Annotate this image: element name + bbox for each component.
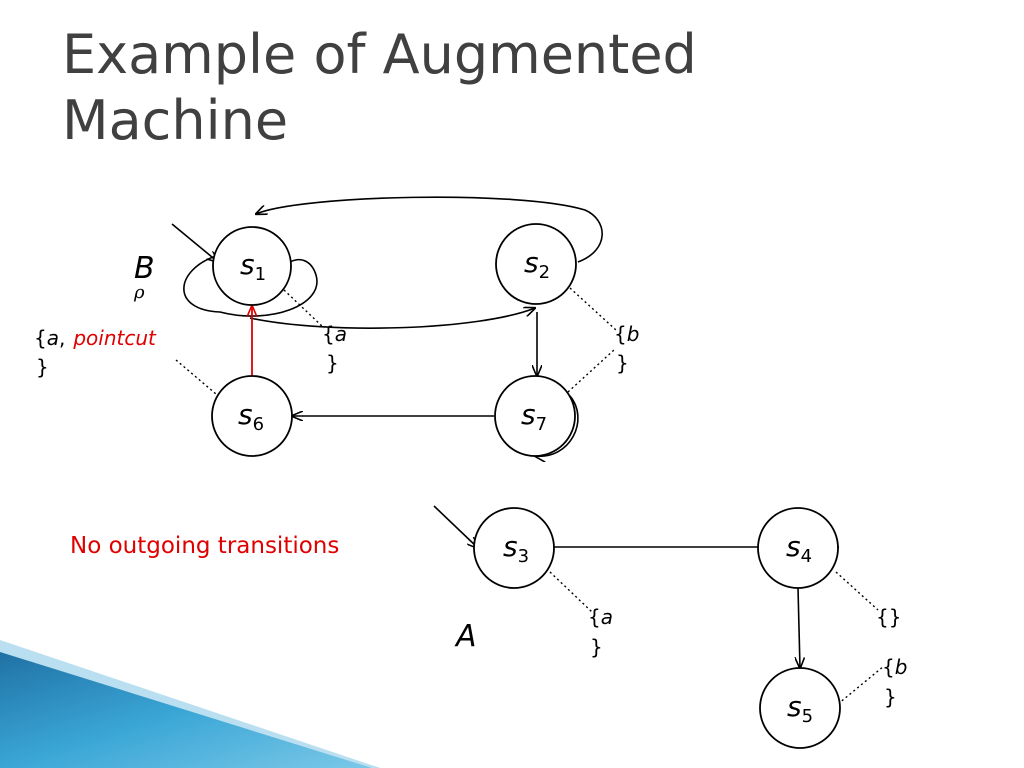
label-s3: {a } (588, 605, 613, 659)
machine-b-transitions (171, 196, 603, 456)
label-s4: {} (876, 605, 901, 629)
self-loop-s1 (183, 255, 318, 317)
state-s7-index: 7 (536, 414, 547, 435)
state-s4-index: 4 (801, 546, 812, 567)
state-s2-letter: s (524, 246, 539, 279)
machine-b-label-connectors (175, 287, 617, 395)
machine-b-subscript: ρ (133, 282, 145, 303)
svg-text:s3: s3 (503, 530, 529, 567)
state-s7: s7 (494, 375, 576, 457)
self-loop-s7 (535, 395, 579, 456)
initial-arrow-s3 (433, 505, 478, 548)
transition-s2-to-s1 (256, 196, 603, 263)
label-s2: {b } (614, 322, 639, 375)
transition-s4-to-s5 (798, 587, 800, 668)
svg-text:s6: s6 (238, 398, 264, 435)
svg-text:{b: {b (614, 322, 639, 346)
no-outgoing-transitions-note: No outgoing transitions (70, 533, 339, 559)
svg-text:s1: s1 (240, 248, 266, 285)
state-s4-letter: s (786, 530, 801, 563)
svg-text:s4: s4 (786, 530, 812, 567)
label-s5: {b } (882, 655, 907, 709)
state-s6: s6 (211, 375, 293, 457)
svg-text:s5: s5 (787, 690, 813, 727)
svg-text:}: } (616, 351, 629, 375)
slide-title-line-1: Example of Augmented (62, 23, 697, 86)
state-s3-letter: s (503, 530, 518, 563)
state-s3-index: 3 (518, 546, 529, 567)
slide-title-line-2: Machine (62, 89, 289, 152)
label-s6: {a,pointcut } (34, 326, 157, 379)
state-s3: s3 (473, 507, 555, 589)
svg-text:}: } (884, 685, 897, 709)
svg-text:s7: s7 (521, 398, 547, 435)
machine-b-name: B (134, 251, 155, 286)
state-s6-index: 6 (253, 414, 264, 435)
svg-text:{b: {b (882, 655, 907, 679)
svg-text:{}: {} (876, 605, 901, 629)
initial-arrow-s1 (171, 223, 218, 262)
state-s1-index: 1 (255, 264, 266, 285)
slide-title: Example of Augmented Machine (62, 22, 962, 154)
decorative-corner-swoosh (0, 640, 380, 768)
pointcut-label: pointcut (72, 326, 157, 350)
svg-text:{a: {a (322, 322, 347, 346)
state-s1-letter: s (240, 248, 255, 281)
svg-text:}: } (590, 635, 603, 659)
svg-text:}: } (326, 351, 339, 375)
transition-s1-to-s2 (249, 308, 535, 329)
state-s1: s1 (212, 226, 292, 306)
svg-text:{a,pointcut: {a,pointcut (34, 326, 157, 350)
state-s5-index: 5 (802, 706, 813, 727)
state-s5: s5 (759, 667, 841, 749)
svg-text:{a: {a (588, 605, 613, 629)
label-s1: {a } (322, 322, 347, 375)
state-s4: s4 (757, 507, 839, 589)
svg-text:}: } (36, 355, 49, 379)
machine-a-name: A (454, 619, 477, 654)
state-s6-letter: s (238, 398, 253, 431)
state-s2-index: 2 (539, 262, 550, 283)
state-s5-letter: s (787, 690, 802, 723)
svg-text:s2: s2 (524, 246, 550, 283)
state-s2: s2 (495, 223, 577, 305)
state-s7-letter: s (521, 398, 536, 431)
